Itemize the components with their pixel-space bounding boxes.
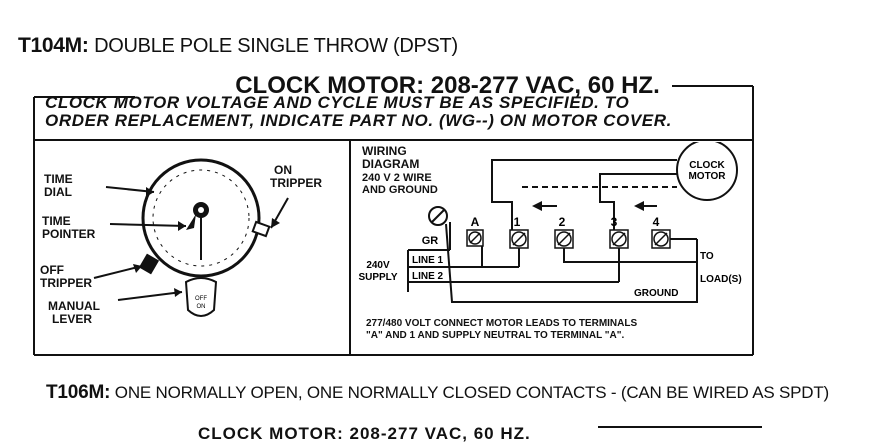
section-heading-t106m: T106M: ONE NORMALLY OPEN, ONE NORMALLY C… bbox=[46, 382, 829, 404]
document-frame bbox=[33, 85, 762, 428]
time-pointer-shape bbox=[186, 214, 196, 230]
terminal-label-4: 4 bbox=[653, 215, 660, 229]
terminal-2 bbox=[554, 229, 574, 249]
to-load-label-1: TO bbox=[700, 251, 714, 262]
clock-motor-label-2: MOTOR bbox=[688, 171, 726, 182]
model-code: T104M: bbox=[18, 34, 89, 57]
clock-motor-label-1: CLOCK bbox=[689, 160, 725, 171]
terminal-label-2: 2 bbox=[559, 215, 566, 229]
terminal-4 bbox=[651, 229, 671, 249]
line1-label: LINE 1 bbox=[412, 255, 444, 266]
model-description: DOUBLE POLE SINGLE THROW (DPST) bbox=[94, 35, 458, 57]
terminal-a bbox=[466, 229, 484, 247]
time-dial-illustration: OFF ON bbox=[93, 158, 289, 317]
terminal-3 bbox=[609, 229, 629, 249]
on-tripper-shape bbox=[251, 220, 271, 238]
motor-notice: CLOCK MOTOR VOLTAGE AND CYCLE MUST BE AS… bbox=[45, 94, 672, 130]
off-tripper-shape bbox=[138, 253, 160, 275]
lever-on-label: ON bbox=[197, 304, 206, 310]
model-code-t106m: T106M: bbox=[46, 382, 111, 403]
model-description-t106m: ONE NORMALLY OPEN, ONE NORMALLY CLOSED C… bbox=[114, 383, 830, 402]
wiring-diagram: CLOCK MOTOR A 1 2 3 4 GR bbox=[358, 142, 742, 303]
supply-label-1: 240V bbox=[366, 260, 390, 271]
line2-label: LINE 2 bbox=[412, 271, 444, 282]
clock-motor-circle bbox=[676, 142, 738, 201]
ground-label: GROUND bbox=[634, 288, 678, 299]
terminal-label-1: 1 bbox=[514, 215, 521, 229]
section-heading-t104m: T104M: DOUBLE POLE SINGLE THROW (DPST) bbox=[18, 34, 458, 58]
wiring-footnote: 277/480 VOLT CONNECT MOTOR LEADS TO TERM… bbox=[366, 318, 638, 341]
notice-line-1: CLOCK MOTOR VOLTAGE AND CYCLE MUST BE AS… bbox=[45, 93, 630, 112]
terminal-1 bbox=[509, 229, 529, 249]
clock-motor-title: CLOCK MOTOR: 208-277 VAC, 60 HZ. bbox=[235, 72, 660, 99]
gr-label: GR bbox=[422, 235, 439, 247]
to-load-label-2: LOAD(S) bbox=[700, 274, 742, 285]
manual-lever-shape bbox=[184, 277, 218, 317]
clock-motor-title-2: CLOCK MOTOR: 208-277 VAC, 60 HZ. bbox=[198, 424, 531, 443]
terminal-gr bbox=[428, 206, 448, 226]
notice-line-2: ORDER REPLACEMENT, INDICATE PART NO. (WG… bbox=[45, 111, 672, 130]
dial-ticks bbox=[152, 169, 250, 267]
supply-label-2: SUPPLY bbox=[358, 272, 397, 283]
terminal-label-3: 3 bbox=[611, 215, 618, 229]
lever-off-label: OFF bbox=[195, 296, 207, 302]
terminal-label-a: A bbox=[471, 215, 480, 229]
